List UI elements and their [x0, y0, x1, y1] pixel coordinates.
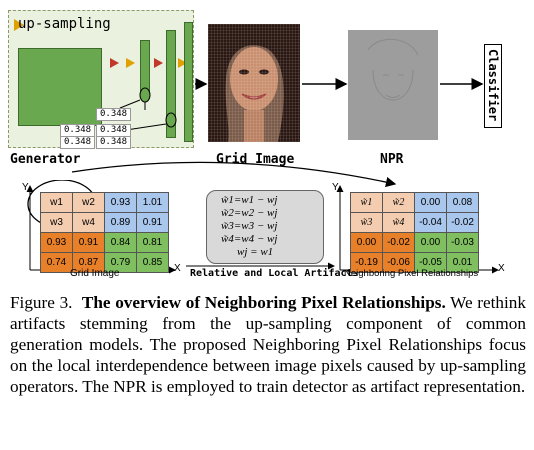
- matrix-cell: w̃3: [350, 212, 383, 233]
- matrix-cell: w̃2: [382, 192, 415, 213]
- matrix-cell: 0.85: [136, 252, 169, 273]
- matrix-cell: -0.02: [446, 212, 479, 233]
- grid-matrix-label: Grid Image: [70, 268, 120, 279]
- equations-box: w̃1=w1 − wj w̃2=w2 − wj w̃3=w3 − wj w̃4=…: [206, 190, 324, 264]
- matrix-cell: -0.05: [414, 252, 447, 273]
- matrix-cell: 0.91: [136, 212, 169, 233]
- upsample-value: 0.348: [96, 108, 132, 121]
- caption-prefix: Figure 3.: [10, 293, 73, 312]
- caption-title: The overview of Neighboring Pixel Relati…: [81, 293, 446, 312]
- grid-matrix: w1 w2 0.93 1.01 w3 w4 0.89 0.91 0.93 0.9…: [40, 192, 169, 273]
- grid-image-label: Grid Image: [216, 152, 295, 167]
- npr-matrix: w̃1 w̃2 0.00 0.08 w̃3 w̃4 -0.04 -0.02 0.…: [350, 192, 479, 273]
- matrix-cell: w̃1: [350, 192, 383, 213]
- y-axis-label: Y: [22, 182, 29, 193]
- matrix-cell: 0.93: [104, 192, 137, 213]
- relative-local-artifacts-label: Relative and Local Artifacts: [190, 268, 359, 279]
- arrow-icon: [178, 58, 187, 68]
- grid-image: [208, 24, 300, 142]
- matrix-cell: w2: [72, 192, 105, 213]
- equation: w̃2=w2 − wj: [221, 207, 278, 219]
- caption-body: We rethink artifacts stemming from the u…: [10, 293, 526, 396]
- matrix-cell: -0.06: [382, 252, 415, 273]
- upsample-value: 0.348: [60, 136, 96, 149]
- matrix-cell: -0.03: [446, 232, 479, 253]
- matrix-cell: 0.74: [40, 252, 73, 273]
- matrix-cell: -0.04: [414, 212, 447, 233]
- arrow-icon: [126, 58, 135, 68]
- up-sampling-label: up-sampling: [18, 16, 111, 32]
- matrix-cell: w1: [40, 192, 73, 213]
- npr-label: NPR: [380, 152, 404, 167]
- classifier-label: Classifier: [486, 49, 500, 122]
- matrix-cell: 0.89: [104, 212, 137, 233]
- npr-matrix-label: Neighboring Pixel Relationships: [344, 268, 479, 279]
- equation: wj = w1: [237, 246, 274, 258]
- matrix-cell: -0.19: [350, 252, 383, 273]
- matrix-cell: 0.79: [104, 252, 137, 273]
- figure-caption: Figure 3. The overview of Neighboring Pi…: [10, 292, 526, 397]
- layer-bar: [166, 30, 176, 138]
- matrix-cell: 0.00: [414, 232, 447, 253]
- generator-connectors: [119, 87, 177, 131]
- matrix-cell: 0.84: [104, 232, 137, 253]
- matrix-cell: w4: [72, 212, 105, 233]
- pipeline-arrows: [71, 78, 484, 188]
- equation: w̃1=w1 − wj: [221, 194, 278, 206]
- matrix-cell: 0.01: [446, 252, 479, 273]
- upsample-value: 0.348: [96, 136, 132, 149]
- matrix-cell: w3: [40, 212, 73, 233]
- classifier-box: Classifier: [484, 44, 502, 128]
- equation: w̃3=w3 − wj: [221, 220, 278, 232]
- matrix-cell: -0.02: [382, 232, 415, 253]
- matrix-cell: 0.00: [350, 232, 383, 253]
- equation: w̃4=w4 − wj: [221, 233, 278, 245]
- upsample-value: 0.348: [60, 124, 96, 137]
- matrix-cell: 0.81: [136, 232, 169, 253]
- arrow-icon: [110, 58, 119, 68]
- matrix-cell: 0.00: [414, 192, 447, 213]
- arrow-icon: [154, 58, 163, 68]
- matrix-cell: w̃4: [382, 212, 415, 233]
- y-axis-label: Y: [332, 182, 339, 193]
- generator-label: Generator: [10, 152, 81, 167]
- matrix-cell: 0.93: [40, 232, 73, 253]
- x-axis-label: X: [174, 263, 181, 274]
- npr-image: [348, 30, 438, 140]
- matrix-cell: 0.87: [72, 252, 105, 273]
- matrix-cell: 0.91: [72, 232, 105, 253]
- layer-bar: [184, 22, 193, 142]
- matrix-cell: 0.08: [446, 192, 479, 213]
- up-sampling-arrow-icon: [14, 19, 24, 31]
- matrix-cell: 1.01: [136, 192, 169, 213]
- x-axis-label: X: [498, 263, 505, 274]
